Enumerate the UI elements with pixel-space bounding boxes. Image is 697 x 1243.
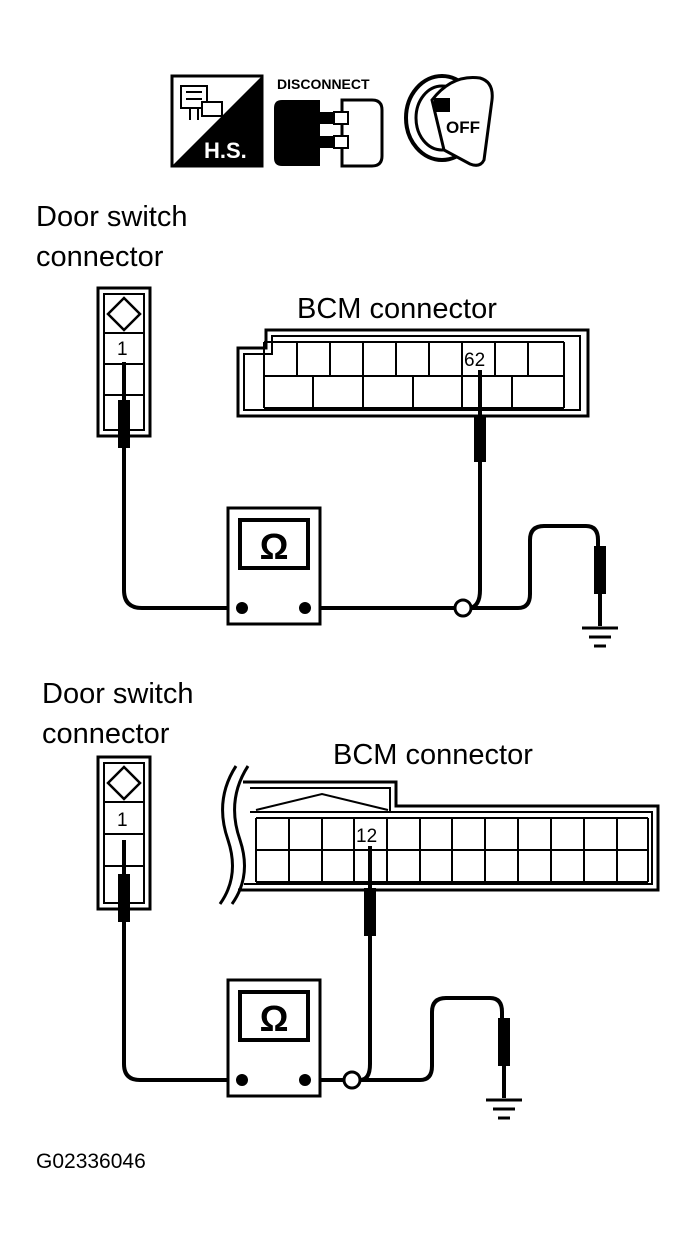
wire-junction bbox=[453, 598, 473, 618]
ohm-symbol: Ω bbox=[260, 526, 289, 567]
ground-symbol bbox=[582, 626, 618, 648]
disconnect-icon: DISCONNECT bbox=[274, 76, 384, 168]
ignition-off-icon: OFF bbox=[404, 74, 494, 167]
door-switch-label-line2: connector bbox=[36, 241, 164, 273]
harness-side-icon: H.S. bbox=[170, 74, 264, 168]
probe-ground bbox=[498, 1018, 510, 1066]
bcm-connector-label: BCM connector bbox=[297, 293, 497, 325]
bcm-connector-label: BCM connector bbox=[333, 739, 533, 771]
bcm-pin: 62 bbox=[464, 350, 485, 371]
ignition-off-label: OFF bbox=[446, 118, 480, 137]
probe-bcm bbox=[364, 888, 376, 936]
probe-wires bbox=[122, 362, 602, 626]
door-switch-label-line2: connector bbox=[42, 718, 170, 750]
figure-code: G02336046 bbox=[36, 1150, 146, 1173]
wire-junction bbox=[342, 1070, 362, 1090]
bcm-connector: 12 bbox=[218, 765, 660, 905]
probe-wires bbox=[122, 840, 506, 1098]
hs-label: H.S. bbox=[204, 138, 247, 163]
ohm-symbol: Ω bbox=[260, 998, 289, 1039]
ohmmeter: Ω bbox=[226, 506, 322, 626]
door-switch-pin: 1 bbox=[117, 810, 128, 831]
probe-door-switch bbox=[118, 874, 130, 922]
door-switch-connector: 1 bbox=[96, 755, 152, 911]
top-diagram: Door switch connector 1 BCM connector bbox=[36, 201, 618, 648]
door-switch-pin: 1 bbox=[117, 339, 128, 360]
probe-bcm bbox=[474, 416, 486, 462]
bcm-pin: 12 bbox=[356, 826, 377, 847]
ground-symbol bbox=[486, 1098, 522, 1120]
probe-door-switch bbox=[118, 400, 130, 448]
door-switch-label-line1: Door switch bbox=[42, 678, 194, 710]
ohmmeter: Ω bbox=[226, 978, 322, 1098]
door-switch-label-line1: Door switch bbox=[36, 201, 188, 233]
bcm-connector: 62 bbox=[236, 328, 590, 418]
bottom-diagram: Door switch connector 1 BCM connector bbox=[42, 678, 660, 1120]
disconnect-label: DISCONNECT bbox=[277, 76, 370, 92]
probe-ground bbox=[594, 546, 606, 594]
